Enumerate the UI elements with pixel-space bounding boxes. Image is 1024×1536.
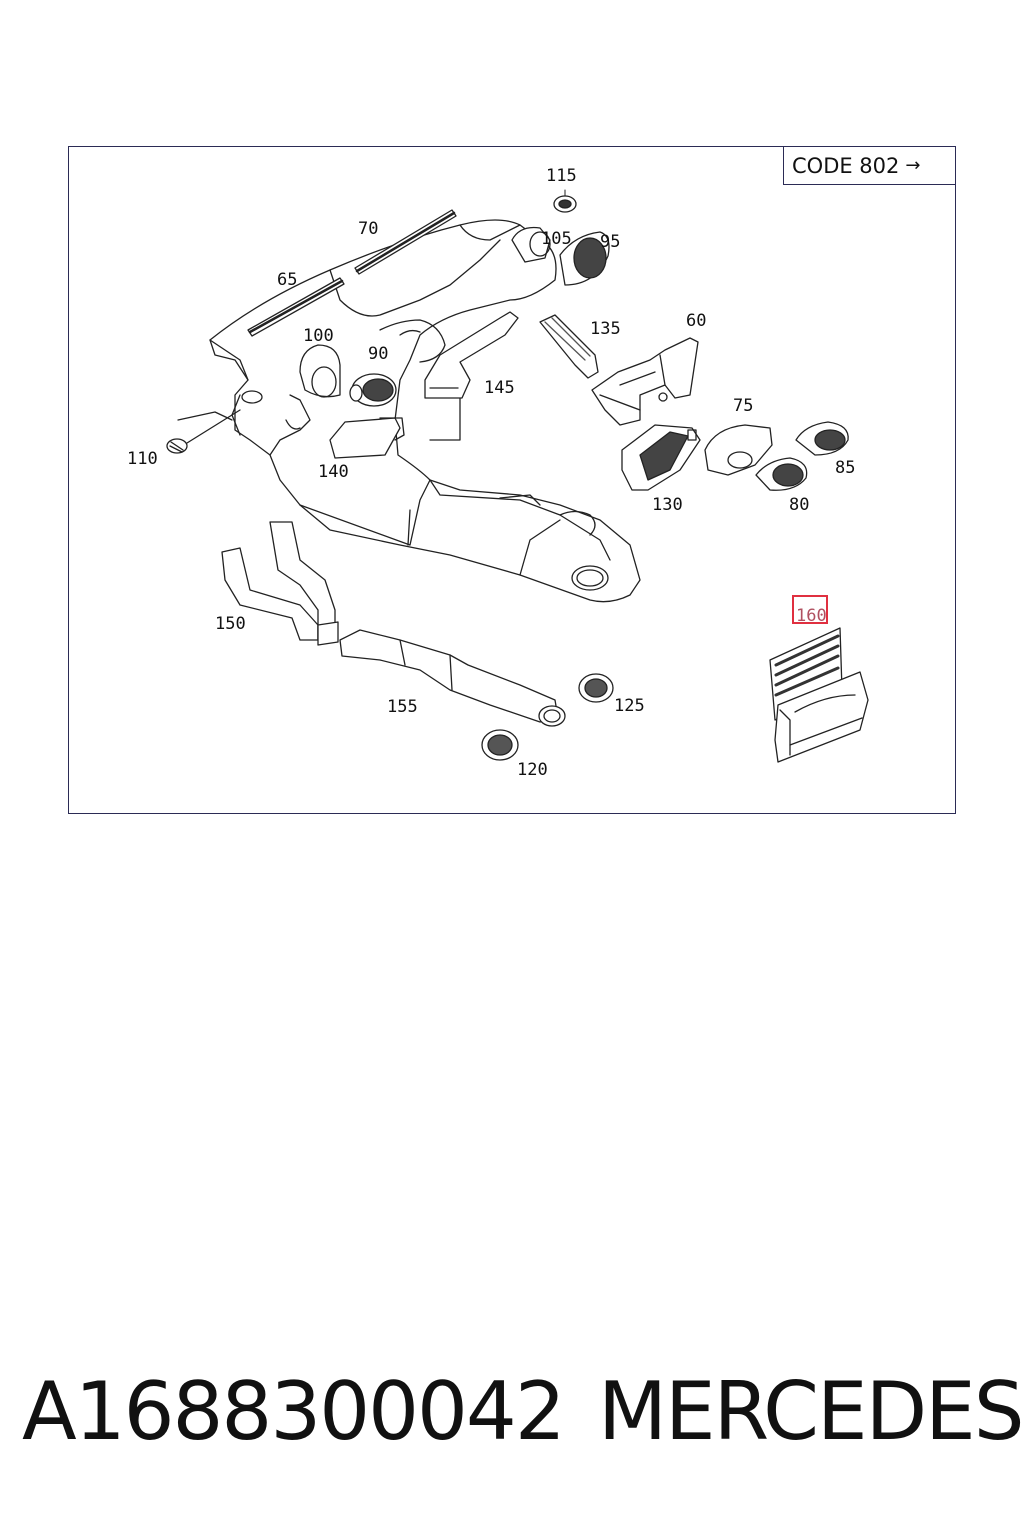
duct-145 (424, 311, 519, 399)
callout-155: 155 (387, 697, 418, 717)
callout-85: 85 (835, 458, 856, 478)
bracket-60 (591, 337, 699, 426)
arrow-right-icon: → (905, 155, 921, 176)
callout-75: 75 (733, 396, 754, 416)
callout-125: 125 (614, 696, 645, 716)
code-reference-box: CODE 802 → (783, 146, 956, 185)
round-grilles (481, 673, 614, 761)
callout-115: 115 (546, 166, 577, 186)
callout-95: 95 (600, 232, 621, 252)
callout-105: 105 (541, 229, 572, 249)
upper-right-vents (511, 195, 610, 286)
callout-140: 140 (318, 462, 349, 482)
side-vents (755, 421, 849, 491)
grille-110 (166, 409, 241, 454)
callout-150: 150 (215, 614, 246, 634)
air-duct-160 (769, 627, 869, 763)
callout-145: 145 (484, 378, 515, 398)
callout-120: 120 (517, 760, 548, 780)
dashboard-body (177, 219, 641, 603)
brand-name: MERCEDES (598, 1365, 1024, 1458)
highlight-box-160 (792, 595, 828, 624)
vent-housing-130 (621, 424, 701, 491)
duct-75 (704, 424, 773, 476)
callout-110: 110 (127, 449, 158, 469)
part-number: A1688300042 (22, 1365, 566, 1458)
duct-150 (221, 521, 339, 646)
callout-80: 80 (789, 495, 810, 515)
diagram-frame (68, 146, 956, 814)
callout-160: 160 (796, 606, 827, 626)
defroster-strips (247, 209, 457, 337)
callout-65: 65 (277, 270, 298, 290)
callout-60: 60 (686, 311, 707, 331)
handle-135 (539, 314, 599, 379)
center-vents (299, 344, 397, 407)
bracket-140 (329, 417, 405, 459)
callout-100: 100 (303, 326, 334, 346)
callout-70: 70 (358, 219, 379, 239)
duct-155 (339, 629, 566, 727)
callout-135: 135 (590, 319, 621, 339)
code-label: CODE 802 (792, 153, 900, 178)
callout-90: 90 (368, 344, 389, 364)
callout-130: 130 (652, 495, 683, 515)
